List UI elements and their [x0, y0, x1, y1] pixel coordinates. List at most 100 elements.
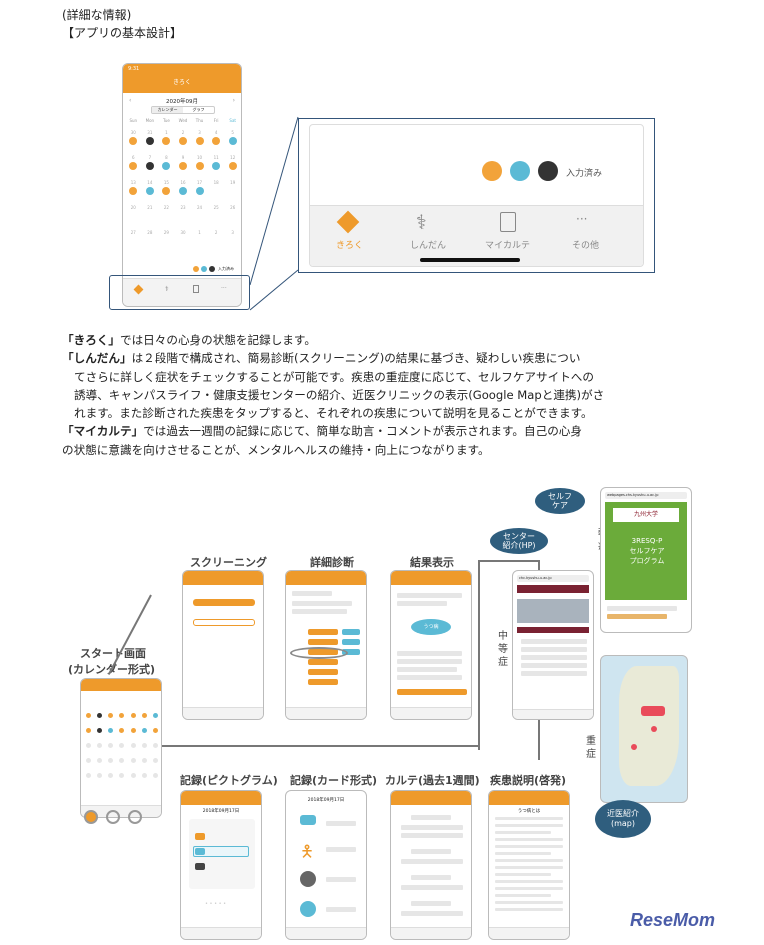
- calendar-day[interactable]: 10: [197, 155, 203, 160]
- prev-month-icon[interactable]: ‹: [129, 97, 132, 104]
- stethoscope-tab-icon[interactable]: ⚕: [416, 210, 427, 234]
- next-month-icon[interactable]: ›: [232, 97, 235, 104]
- tab-highlight-circle: [84, 810, 98, 824]
- calendar-day[interactable]: 26: [230, 205, 236, 210]
- calendar-day[interactable]: 6: [132, 155, 135, 160]
- mini-day: [119, 773, 125, 778]
- calendar-day[interactable]: 1: [198, 230, 201, 235]
- section-subheading: 【アプリの基本設計】: [62, 26, 183, 40]
- weekday-label: Sun: [129, 118, 138, 123]
- calendar-day[interactable]: 13: [130, 180, 136, 185]
- highlight-ellipse: [290, 647, 348, 659]
- calendar-day[interactable]: 29: [163, 230, 169, 235]
- text-line: [495, 880, 563, 883]
- calendar-day[interactable]: 8: [165, 155, 168, 160]
- calendar-day[interactable]: 31: [147, 130, 153, 135]
- calendar-day[interactable]: 23: [180, 205, 186, 210]
- mood-dot: [129, 162, 138, 170]
- mood-dot: [129, 187, 138, 195]
- mini-day: [108, 773, 114, 778]
- face-neutral-icon: [201, 266, 207, 272]
- kiroku-desc: では日々の心身の状態を記録します。: [119, 333, 316, 347]
- calendar-day[interactable]: 30: [180, 230, 186, 235]
- mini-day: [130, 743, 136, 748]
- result-disease-button[interactable]: うつ病: [411, 619, 451, 635]
- calendar-day[interactable]: 14: [147, 180, 153, 185]
- calendar-day[interactable]: 3: [198, 130, 201, 135]
- clinic-bubble: 近医紹介(map): [595, 800, 651, 838]
- calendar-day[interactable]: 3: [231, 230, 234, 235]
- text-line: [495, 859, 563, 862]
- karte-label: カルテ(過去1週間): [385, 774, 480, 787]
- calendar-day[interactable]: 1: [165, 130, 168, 135]
- tab-kiroku[interactable]: きろく: [336, 241, 364, 251]
- screening-button[interactable]: [193, 619, 255, 626]
- karte-tab-icon[interactable]: [193, 285, 199, 293]
- mini-day: [119, 743, 125, 748]
- shindan-desc-1: は２段階で構成され、簡易診断(スクリーニング)の結果に基づき、疑わしい疾患につい: [131, 351, 581, 366]
- selfcare-bubble: セルフケア: [535, 488, 585, 514]
- record-tab-icon[interactable]: [336, 210, 360, 234]
- text-line: [495, 845, 563, 848]
- calendar-day[interactable]: 18: [213, 180, 219, 185]
- mini-day: [108, 728, 114, 733]
- mini-day: [108, 743, 114, 748]
- mood-dot: [145, 162, 154, 170]
- record-picto-label: 記録(ピクトグラム): [180, 774, 278, 787]
- mini-day: [119, 728, 125, 733]
- mini-day: [97, 758, 103, 763]
- mini-day: [130, 728, 136, 733]
- calendar-day[interactable]: 2: [181, 130, 185, 135]
- calendar-day[interactable]: 15: [163, 180, 169, 185]
- screening-label: スクリーニング: [190, 556, 267, 569]
- calendar-day[interactable]: 16: [180, 180, 186, 185]
- karte-tab-icon[interactable]: [500, 212, 516, 232]
- calendar-day[interactable]: 7: [148, 155, 152, 160]
- calendar-day[interactable]: 28: [147, 230, 153, 235]
- mini-day: [108, 713, 114, 718]
- calendar-day[interactable]: 5: [231, 130, 234, 135]
- stethoscope-tab-icon[interactable]: ⚕: [165, 285, 169, 293]
- tab-graph[interactable]: グラフ: [192, 107, 205, 112]
- mood-dot: [162, 187, 171, 195]
- mini-day: [152, 773, 158, 778]
- tab-shindan[interactable]: しんだん: [410, 241, 447, 251]
- detail-label: 詳細診断: [310, 556, 354, 569]
- zoom-connector: [249, 116, 299, 311]
- weekday-label: Wed: [178, 118, 188, 123]
- calendar-day[interactable]: 12: [230, 155, 236, 160]
- picto-date: 2018年09月17日: [202, 809, 240, 814]
- calendar-day[interactable]: 17: [197, 180, 203, 185]
- detail-phone-screenshot: [285, 570, 367, 720]
- mini-day: [86, 743, 91, 748]
- calendar-day[interactable]: 9: [181, 155, 185, 160]
- text-line: [495, 908, 563, 911]
- mini-day: [119, 758, 125, 763]
- face-good-icon: [193, 266, 199, 272]
- tab-calendar[interactable]: カレンダー: [152, 107, 183, 113]
- disease-label: 疾患説明(啓発): [490, 774, 567, 787]
- calendar-day[interactable]: 19: [230, 180, 236, 185]
- mood-dot: [212, 137, 221, 145]
- tab-mykarte[interactable]: マイカルテ: [485, 241, 531, 251]
- calendar-day[interactable]: 22: [163, 205, 169, 210]
- text-line: [495, 887, 563, 890]
- calendar-day[interactable]: 21: [147, 205, 153, 210]
- mykarte-desc-2: の状態に意識を向けさせることが、メンタルヘルスの維持・向上につながります。: [62, 442, 490, 457]
- calendar-day[interactable]: 24: [197, 205, 203, 210]
- calendar-day[interactable]: 20: [130, 205, 136, 210]
- mood-dot: [145, 187, 154, 195]
- calendar-day[interactable]: 27: [130, 230, 136, 235]
- screening-button[interactable]: [193, 599, 255, 606]
- mood-dot: [195, 187, 204, 195]
- more-tab-icon[interactable]: ···: [576, 212, 588, 226]
- tab-other[interactable]: その他: [572, 241, 600, 251]
- more-tab-icon[interactable]: ···: [221, 285, 227, 292]
- mini-day: [108, 758, 114, 763]
- calendar-day[interactable]: 30: [130, 130, 136, 135]
- calendar-day[interactable]: 2: [214, 230, 218, 235]
- calendar-day[interactable]: 11: [213, 155, 219, 160]
- calendar-day[interactable]: 4: [214, 130, 218, 135]
- weekday-label: Sat: [229, 118, 236, 123]
- calendar-day[interactable]: 25: [213, 205, 219, 210]
